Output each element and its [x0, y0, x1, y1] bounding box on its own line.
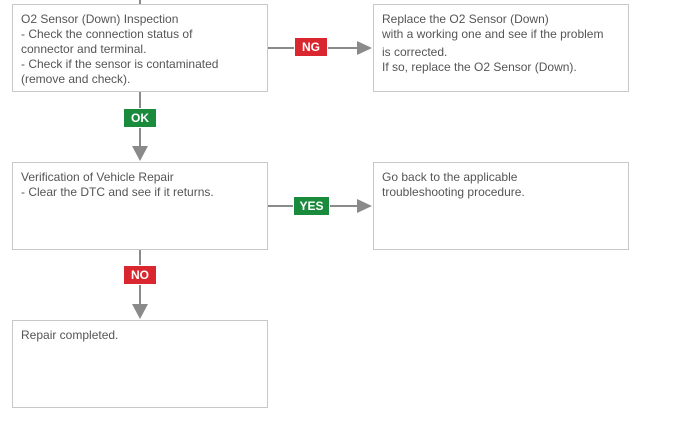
ng-arrowhead — [357, 41, 372, 55]
inspection-line: - Check the connection status of — [21, 27, 193, 41]
replace-line: is corrected. — [382, 45, 448, 59]
inspection-line: (remove and check). — [21, 72, 131, 86]
repair-completed-box: Repair completed. — [12, 320, 268, 408]
go-back-line: troubleshooting procedure. — [382, 185, 525, 199]
go-back-step-box: Go back to the applicable troubleshootin… — [373, 162, 629, 250]
replace-line: If so, replace the O2 Sensor (Down). — [382, 60, 577, 74]
verification-title: Verification of Vehicle Repair — [21, 170, 174, 184]
completed-line: Repair completed. — [21, 328, 119, 342]
inspection-title: O2 Sensor (Down) Inspection — [21, 12, 179, 26]
ok-arrowhead — [132, 146, 148, 161]
inspection-step-box: O2 Sensor (Down) Inspection - Check the … — [12, 4, 268, 92]
no-arrowhead — [132, 304, 148, 319]
ng-badge: NG — [294, 37, 328, 57]
incoming-connector — [139, 0, 141, 4]
ok-badge: OK — [123, 108, 157, 128]
verification-step-box: Verification of Vehicle Repair - Clear t… — [12, 162, 268, 250]
no-badge: NO — [123, 265, 157, 285]
yes-arrowhead — [357, 199, 372, 213]
inspection-line: - Check if the sensor is contaminated — [21, 57, 219, 71]
replace-line: Replace the O2 Sensor (Down) — [382, 12, 549, 26]
go-back-line: Go back to the applicable — [382, 170, 518, 184]
replace-line: with a working one and see if the proble… — [382, 27, 604, 41]
verification-line: - Clear the DTC and see if it returns. — [21, 185, 214, 199]
inspection-line: connector and terminal. — [21, 42, 147, 56]
replace-step-box: Replace the O2 Sensor (Down) with a work… — [373, 4, 629, 92]
yes-badge: YES — [293, 196, 330, 216]
